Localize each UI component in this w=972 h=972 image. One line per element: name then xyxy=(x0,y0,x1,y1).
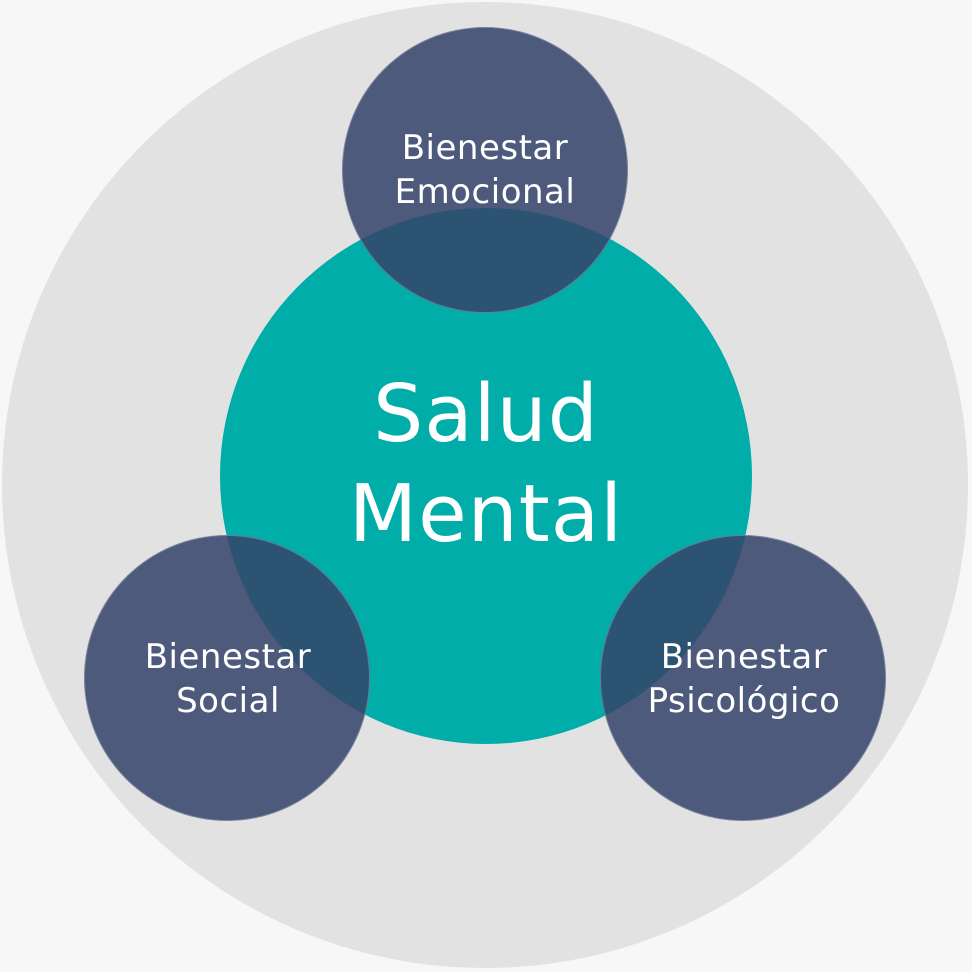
label-emocional-line-1: Bienestar xyxy=(401,128,569,168)
satellite-circle-emocional xyxy=(342,27,628,313)
label-bienestar-psicologico: Bienestar Psicológico xyxy=(594,635,894,723)
center-label-line-1: Salud xyxy=(373,368,599,460)
satellite-circle-social xyxy=(84,535,370,821)
label-psicologico-line-2: Psicológico xyxy=(647,681,841,721)
label-social-line-2: Social xyxy=(176,681,280,721)
label-emocional-line-2: Emocional xyxy=(394,172,576,212)
label-psicologico-line-1: Bienestar xyxy=(660,637,828,677)
label-social-line-1: Bienestar xyxy=(144,637,312,677)
label-bienestar-emocional: Bienestar Emocional xyxy=(335,126,635,214)
satellite-circle-psicologico xyxy=(600,535,886,821)
label-bienestar-social: Bienestar Social xyxy=(78,635,378,723)
center-label-line-2: Mental xyxy=(348,468,624,560)
center-label: Salud Mental xyxy=(220,208,752,744)
